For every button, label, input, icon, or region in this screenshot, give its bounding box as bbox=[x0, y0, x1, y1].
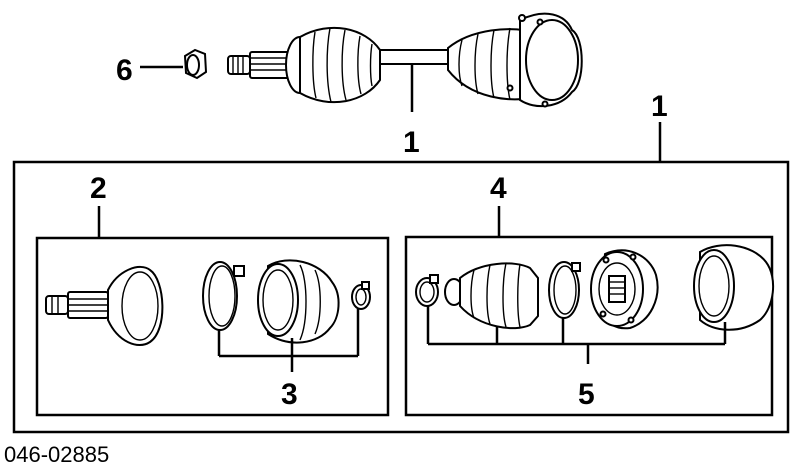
outer-clamp-small-part[interactable] bbox=[351, 281, 371, 310]
inner-kit-parts-callout: 5 bbox=[578, 378, 595, 411]
inner-joint-kit-box bbox=[404, 235, 774, 417]
outer-kit-parts-callout: 3 bbox=[281, 378, 298, 411]
nut-part[interactable] bbox=[183, 48, 208, 80]
kit-frame-callout: 1 bbox=[651, 90, 668, 123]
reference-code: 046-02885 bbox=[4, 442, 109, 467]
inner-kit-parts-bracket bbox=[426, 306, 727, 364]
outer-cv-joint-part[interactable] bbox=[45, 265, 164, 347]
inner-kit-callout: 4 bbox=[490, 172, 507, 205]
inner-clamp-large-part[interactable] bbox=[548, 261, 581, 319]
outer-clamp-large-part[interactable] bbox=[202, 261, 245, 331]
kit-frame bbox=[12, 160, 790, 434]
shaft-callout: 1 bbox=[403, 126, 420, 159]
outer-kit-parts-bracket bbox=[217, 309, 360, 372]
outer-kit-callout: 2 bbox=[90, 172, 107, 205]
outer-joint-kit-box bbox=[35, 236, 390, 417]
inner-clamp-small-part[interactable] bbox=[415, 274, 439, 307]
outer-boot-part[interactable] bbox=[257, 259, 340, 344]
drive-shaft-assembly[interactable] bbox=[227, 12, 583, 108]
nut-callout: 6 bbox=[116, 54, 133, 87]
inner-cv-joint-part[interactable] bbox=[590, 249, 659, 330]
inner-dust-cover-part[interactable] bbox=[693, 244, 775, 331]
inner-boot-part[interactable] bbox=[444, 262, 539, 330]
